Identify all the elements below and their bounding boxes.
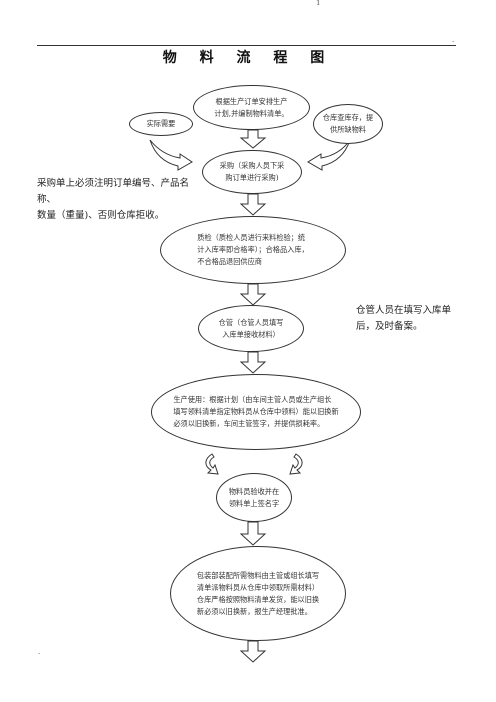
production-node: 生产使用：根据计划（由车间主管人员或生产组长 填写领料清单指定物料员从仓库中领料… bbox=[151, 374, 361, 450]
actual-need-node: 实际需要 bbox=[129, 112, 193, 136]
packaging-node: 包装部装配所需物料由主管或组长填写 清单派物料员从仓库中领取所需材料） 仓库严格… bbox=[170, 546, 346, 641]
rule-mark: . bbox=[452, 36, 455, 44]
warehouse-note: 仓管人员在填写入库单 后，及时备案。 bbox=[356, 305, 452, 332]
header-rule bbox=[37, 45, 456, 46]
page-title: 物 料 流 程 图 bbox=[162, 50, 334, 66]
top-mark: 1 bbox=[316, 0, 321, 7]
purchase-node: 采购（采购人员下采 购订单进行采购) bbox=[202, 150, 302, 194]
warehouse-node: 仓管（仓管人员填写 入库单接收材料） bbox=[198, 305, 304, 352]
block-arrow bbox=[239, 521, 267, 546]
purchase-note: 采购单上必须注明订单编号、产品名称、 数量（重量)、否则仓库拒收。 bbox=[37, 178, 190, 221]
curved-arrow-left bbox=[149, 139, 193, 171]
curved-arrow-right bbox=[307, 139, 351, 171]
block-arrow bbox=[239, 640, 267, 663]
bottom-mark: . bbox=[38, 648, 41, 656]
material-clerk-node: 物料员验收并在 领料单上签名字 bbox=[216, 473, 292, 522]
curved-arrow-small-left bbox=[205, 453, 219, 475]
inventory-node: 仓库查库存，提 供所缺物料 bbox=[313, 104, 383, 144]
block-arrow bbox=[239, 193, 267, 216]
plan-node: 根据生产订单安排生产 计划,并编制物料清单。 bbox=[193, 85, 310, 130]
curved-arrow-small-right bbox=[289, 453, 303, 475]
block-arrow bbox=[239, 351, 267, 374]
block-arrow bbox=[239, 129, 267, 149]
inspection-node: 质检（质检人员进行来料检验；统 计入库率即合格率）；合格品入库， 不合格品退回供… bbox=[160, 216, 346, 284]
block-arrow bbox=[239, 283, 267, 306]
